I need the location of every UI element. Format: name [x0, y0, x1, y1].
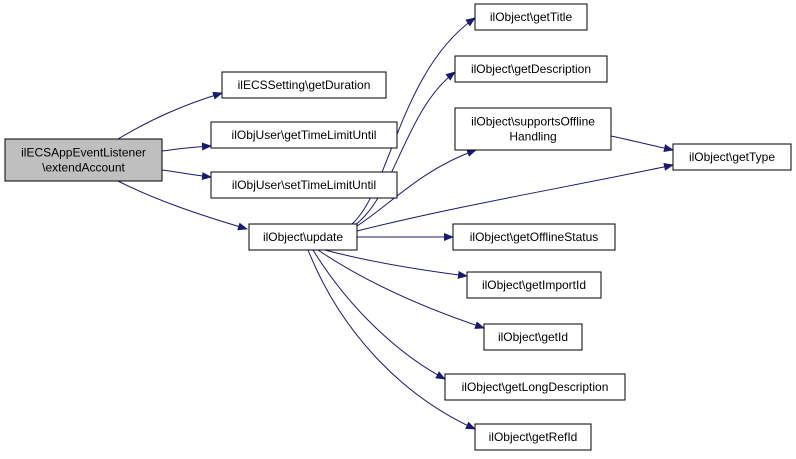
node-box [444, 373, 626, 401]
node-label: ilObject\supportsOffline [471, 115, 595, 129]
node-get-duration[interactable]: ilECSSetting\getDuration [221, 71, 387, 99]
node-get-description[interactable]: ilObject\getDescription [454, 55, 608, 83]
edge-root-to-set-time-limit [161, 169, 212, 181]
node-label: ilObject\update [263, 230, 343, 244]
node-get-title[interactable]: ilObject\getTitle [474, 3, 588, 31]
edge-update-to-supports-offline [356, 149, 477, 227]
nodes: ilECSAppEventListener\extendAccountilECS… [4, 3, 792, 451]
node-label: ilObject\getType [689, 150, 775, 164]
node-label: ilECSAppEventListener [21, 146, 146, 160]
node-update[interactable]: ilObject\update [248, 223, 358, 251]
edge-update-to-get-id [317, 249, 485, 329]
node-box [474, 423, 592, 451]
node-box [452, 223, 616, 251]
node-label: ilObjUser\setTimeLimitUntil [232, 178, 376, 192]
edge-update-to-get-ref-id [307, 249, 476, 430]
node-box [454, 55, 608, 83]
node-get-ref-id[interactable]: ilObject\getRefId [474, 423, 592, 451]
node-label: ilObject\getId [498, 330, 568, 344]
edge-root-to-get-time-limit [161, 142, 212, 152]
node-get-time-limit[interactable]: ilObjUser\getTimeLimitUntil [210, 121, 398, 149]
node-label: ilObject\getTitle [490, 10, 573, 24]
node-label: Handling [509, 130, 556, 144]
node-box [466, 271, 602, 299]
node-box [210, 121, 398, 149]
edge-update-to-get-type [356, 162, 674, 232]
node-label: ilObjUser\getTimeLimitUntil [232, 128, 377, 142]
node-box [672, 143, 792, 171]
node-get-type[interactable]: ilObject\getType [672, 143, 792, 171]
node-box [221, 71, 387, 99]
node-get-import-id[interactable]: ilObject\getImportId [466, 271, 602, 299]
node-root: ilECSAppEventListener\extendAccount [4, 138, 163, 182]
node-get-long-desc[interactable]: ilObject\getLongDescription [444, 373, 626, 401]
node-label: ilObject\getRefId [489, 430, 578, 444]
node-box [454, 107, 612, 151]
edge-update-to-get-import-id [324, 249, 468, 279]
node-box [248, 223, 358, 251]
node-box [474, 3, 588, 31]
edges [117, 17, 674, 430]
edge-root-to-get-duration [117, 91, 223, 140]
node-label: \extendAccount [42, 161, 125, 175]
edge-update-to-get-long-desc [312, 249, 446, 380]
node-get-offline[interactable]: ilObject\getOfflineStatus [452, 223, 616, 251]
node-set-time-limit[interactable]: ilObjUser\setTimeLimitUntil [210, 171, 398, 199]
edge-update-to-get-description [354, 71, 456, 226]
node-box [483, 323, 583, 351]
node-box [4, 138, 163, 182]
node-label: ilObject\getDescription [471, 62, 591, 76]
node-get-id[interactable]: ilObject\getId [483, 323, 583, 351]
node-label: ilECSSetting\getDuration [238, 78, 371, 92]
node-label: ilObject\getLongDescription [462, 380, 609, 394]
node-box [210, 171, 398, 199]
edge-update-to-get-title [351, 17, 476, 225]
edge-root-to-update [117, 180, 248, 231]
node-label: ilObject\getOfflineStatus [470, 230, 599, 244]
edge-supports-offline-to-get-type [610, 135, 674, 152]
node-label: ilObject\getImportId [482, 278, 586, 292]
